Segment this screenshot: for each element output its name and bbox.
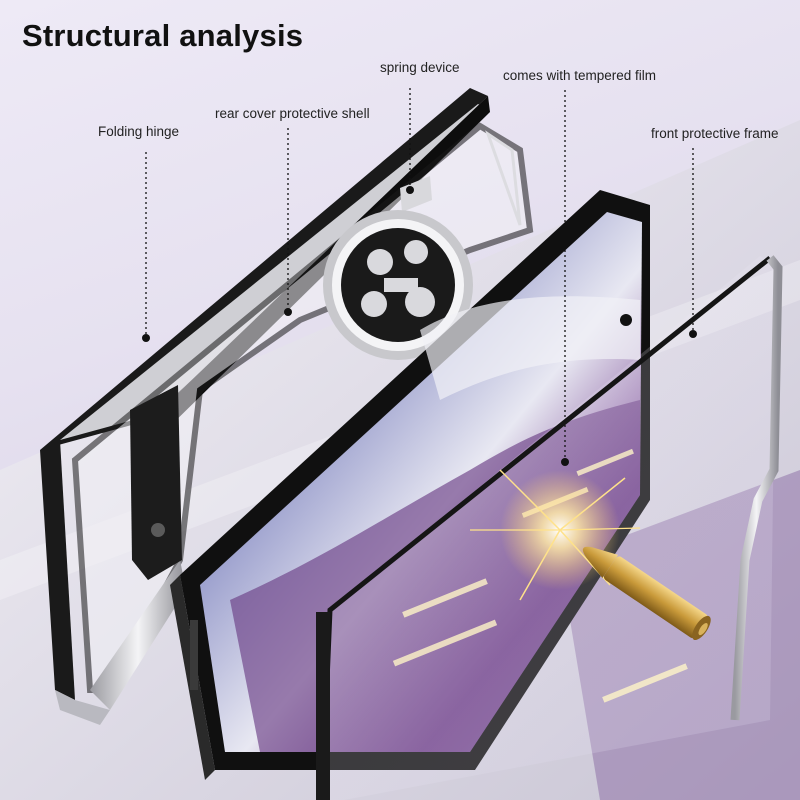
spring-stand-icon [130, 176, 432, 580]
label-rear-cover: rear cover protective shell [215, 106, 370, 121]
leader-lines [145, 88, 694, 462]
label-tempered-film: comes with tempered film [503, 68, 657, 83]
label-folding-hinge: Folding hinge [98, 124, 180, 139]
page-title: Structural analysis [22, 18, 304, 53]
label-front-frame: front protective frame [651, 126, 779, 141]
leader-dots [142, 186, 697, 466]
label-spring-device: spring device [380, 60, 460, 75]
bullet-icon [582, 546, 711, 641]
